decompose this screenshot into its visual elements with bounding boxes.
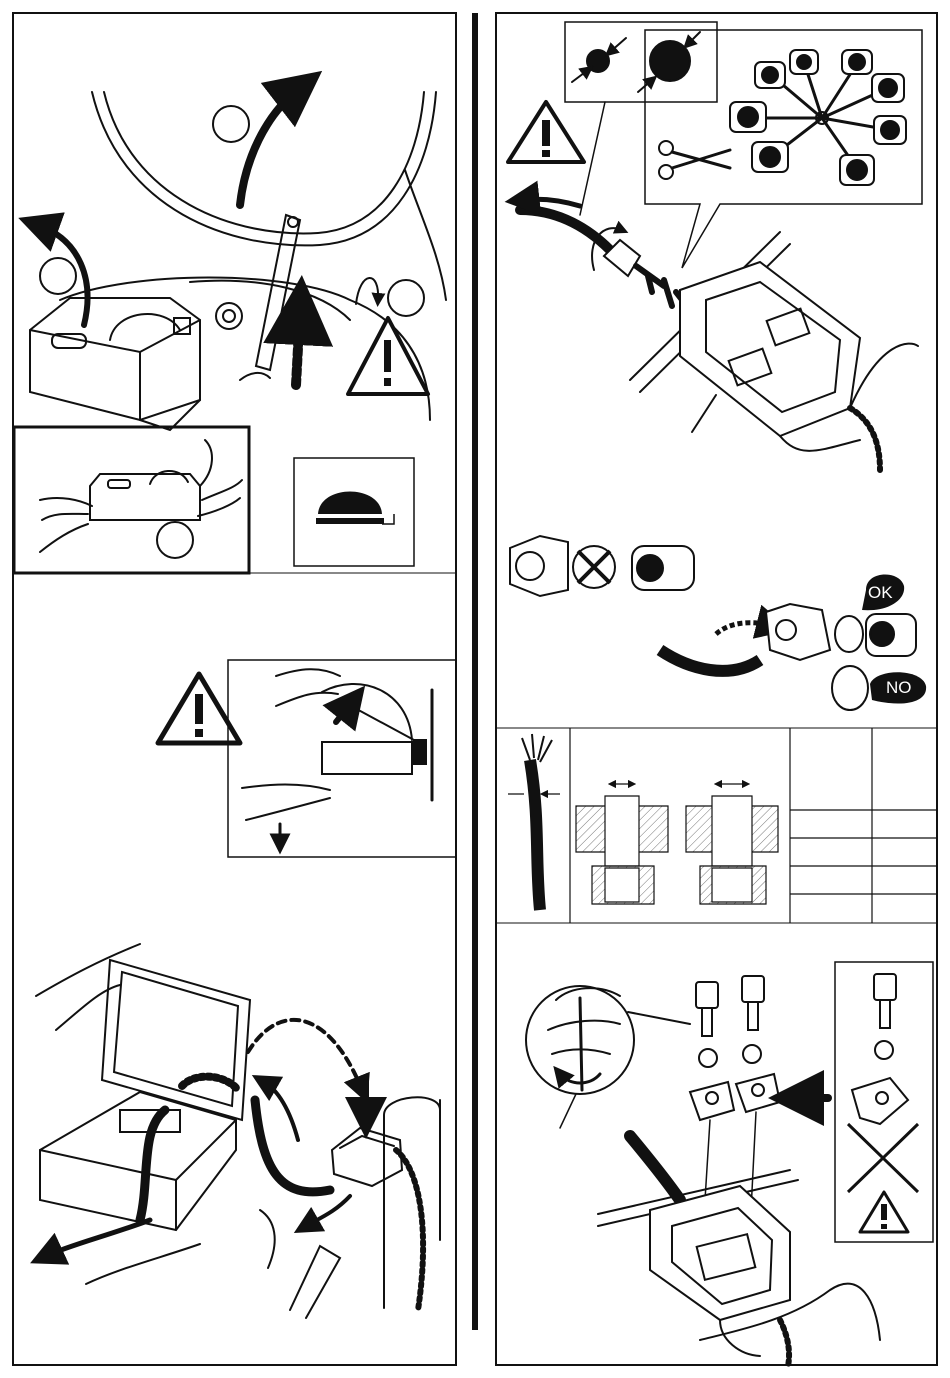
hinge-strap xyxy=(256,215,300,370)
push-up-arrow xyxy=(296,310,300,385)
cable-ok xyxy=(660,650,760,671)
lid-inner-arc xyxy=(104,92,424,233)
dome-symbol xyxy=(294,458,414,566)
curved-arrow-icon xyxy=(264,1082,298,1140)
seal-ring-no xyxy=(832,666,868,710)
lid-removal-detail xyxy=(228,660,456,857)
inset-box-label xyxy=(108,480,130,488)
warning-triangle-icon xyxy=(860,1192,908,1232)
magnifier-hand xyxy=(548,988,620,1054)
magnifier-leader xyxy=(560,1094,576,1128)
dashed-arrow-icon xyxy=(248,1020,362,1090)
detail-bracket xyxy=(414,740,426,764)
rotate-arrow xyxy=(356,278,378,304)
hose-arrow xyxy=(306,1196,350,1226)
inset-frame xyxy=(14,427,249,573)
ok-badge-label: OK xyxy=(868,583,893,602)
ok-badge: OK xyxy=(862,574,904,610)
pump-hose xyxy=(396,1150,423,1310)
inset-hand-left xyxy=(40,498,92,552)
magnifier-pointer xyxy=(628,1012,690,1024)
screwdriver xyxy=(580,998,582,1090)
cross-mark-icon xyxy=(848,1124,918,1192)
detail-arrow-up xyxy=(336,702,352,722)
step-circle-1 xyxy=(213,106,249,142)
warning-triangle-icon xyxy=(508,102,584,162)
gland-body-wrong xyxy=(510,536,568,596)
box-lid xyxy=(102,960,250,1120)
step-terminal-screws xyxy=(526,976,880,1366)
knob xyxy=(216,303,242,329)
cable-arrow xyxy=(522,199,580,206)
gland-comparison xyxy=(510,536,916,710)
inset-hand-right xyxy=(198,440,242,516)
housing-2-cable-right xyxy=(780,1320,789,1366)
step-remove-box xyxy=(36,944,440,1318)
hinge-latch xyxy=(240,373,270,380)
inset-box xyxy=(90,474,200,520)
inset-box-dome xyxy=(150,471,188,484)
cable-black xyxy=(630,1136,680,1200)
seal-ring-ok xyxy=(835,616,863,652)
scissors-icon xyxy=(659,141,730,179)
detail-hand-bottom xyxy=(242,785,330,821)
control-box xyxy=(30,298,200,420)
step-circle-2 xyxy=(40,258,76,294)
inset-step-circle xyxy=(157,522,193,558)
cable xyxy=(520,210,610,250)
grommet-ok-hole xyxy=(870,622,894,646)
cable-diameter-table xyxy=(508,728,937,923)
hose-right xyxy=(255,1100,330,1192)
no-badge: NO xyxy=(870,672,926,703)
inset-hold-box xyxy=(14,427,249,573)
housing-cable-right xyxy=(850,408,880,470)
pull-out-arrow xyxy=(46,1220,150,1256)
step-cable-gland xyxy=(520,22,922,470)
grommet-wrong-hole xyxy=(637,555,663,581)
small-diameter-dot xyxy=(587,50,609,72)
no-badge-label: NO xyxy=(886,678,912,697)
gland-section-small xyxy=(576,784,668,904)
grommet-cluster xyxy=(730,50,906,185)
lift-arrow xyxy=(240,88,300,205)
cable-sample-wires xyxy=(522,734,552,762)
gland-section-large xyxy=(686,784,778,904)
housing-leader xyxy=(692,395,716,432)
large-diameter-dot xyxy=(650,41,690,81)
side-bracket xyxy=(290,1246,340,1318)
cable-ok-arrow xyxy=(716,623,774,634)
detail-box xyxy=(322,742,412,774)
vessel xyxy=(384,1097,440,1308)
knob-center xyxy=(223,310,235,322)
step-circle-3 xyxy=(388,280,424,316)
magnifier-rotate-arrow xyxy=(560,1074,600,1083)
cable-sample xyxy=(530,760,540,910)
